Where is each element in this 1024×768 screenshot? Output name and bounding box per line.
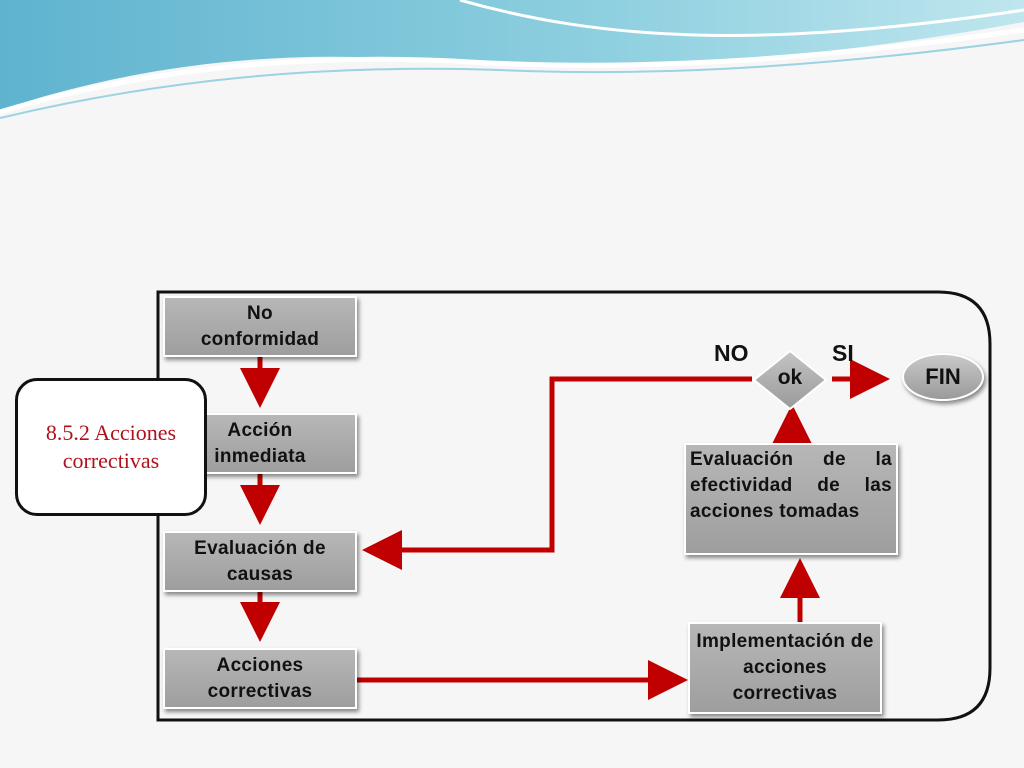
node-accion-inmediata-label: Acción inmediata [214,419,306,467]
decision-diamond [752,349,828,411]
section-title: 8.5.2 Acciones correctivas [45,420,177,473]
node-fin: FIN [902,353,984,401]
node-acciones-correctivas-label: Acciones correctivas [207,654,313,702]
node-evaluacion-causas-label: Evaluación de causas [194,537,326,585]
node-no-conformidad-label: No conformidad [200,302,320,350]
node-evaluacion-efectividad-label: Evaluación de la efectividad de las acci… [690,449,892,522]
node-evaluacion-efectividad: Evaluación de la efectividad de las acci… [684,443,898,555]
node-acciones-correctivas: Acciones correctivas [163,648,357,709]
node-implementacion: Implementación de acciones correctivas [688,622,882,714]
decision-label: ok [777,366,803,389]
node-fin-label: FIN [925,364,961,389]
node-no-conformidad: No conformidad [163,296,357,357]
arrow-decision-no-loop [362,376,752,570]
node-evaluacion-causas: Evaluación de causas [163,531,357,592]
branch-si-label: SI [832,340,854,366]
process-frame [156,290,992,722]
decorative-wave-header [0,0,1024,119]
node-implementacion-label: Implementación de acciones correctivas [696,631,874,704]
section-title-callout: 8.5.2 Acciones correctivas [15,378,207,516]
branch-no-label: NO [714,340,749,366]
